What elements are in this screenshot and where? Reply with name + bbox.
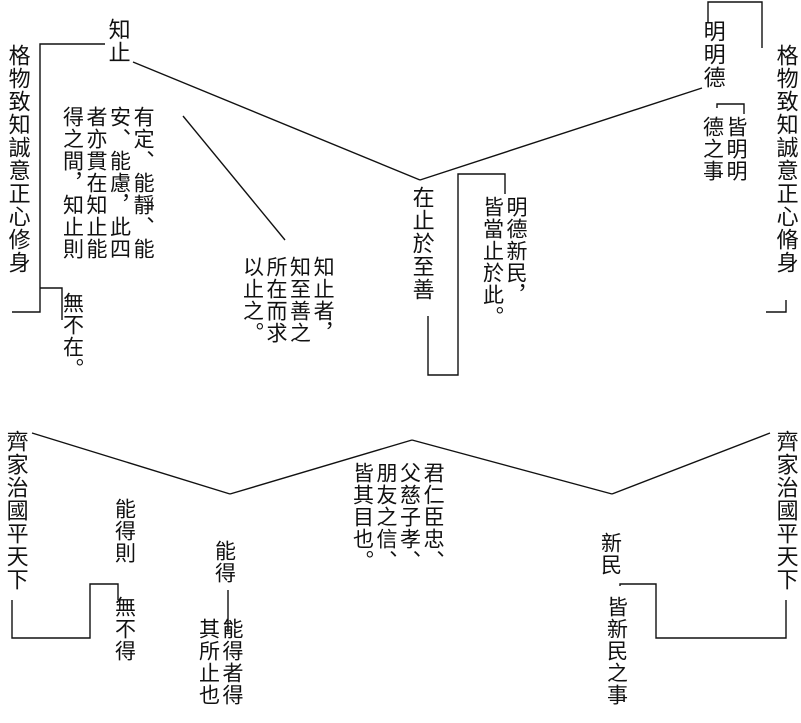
text-jie-mingmingde: 皆明明 德之事	[700, 116, 749, 182]
bracket-right-bottom	[766, 300, 787, 313]
bracket-right-top	[707, 1, 763, 48]
text-junren: 君仁臣忠、 父慈子孝、 朋友之信、 皆其目也。	[350, 462, 446, 572]
text-jie-xinmin: 皆新民之事	[604, 596, 629, 706]
line-bottom-left	[31, 432, 231, 495]
label-mingmingde: 明明德	[699, 20, 725, 89]
line-bottom-right	[611, 432, 771, 495]
right-title-qijia: 齊家治國平天下	[772, 430, 798, 591]
text-mingde-xinmin: 明德新民， 皆當止於此。	[480, 196, 529, 328]
bracket-bottom-right	[619, 583, 787, 639]
line-bottom-mid-left	[229, 439, 413, 495]
label-wu-bu-de: 無不得	[112, 596, 137, 662]
bracket-left-top	[12, 43, 105, 313]
label-xinmin: 新民	[598, 532, 623, 576]
line-zhizhi-zaizhi	[132, 61, 421, 181]
text-zhizhizhe: 知止者， 知至善之 所在而求 以止之。	[240, 256, 336, 344]
text-nengdezhe: 能得者得 其所止也	[196, 618, 245, 706]
label-nengde: 能得	[212, 540, 237, 584]
line-zaizhi-mingmingde	[419, 87, 703, 181]
label-wu-bu-zai: 無不在。	[60, 292, 85, 380]
bracket-left-inner	[40, 287, 63, 320]
left-title-qijia: 齊家治國平天下	[2, 430, 28, 591]
bracket-bottom-left	[11, 583, 119, 639]
bracket-zaizhi	[427, 173, 506, 376]
left-title-gewu-xiushen: 格物致知誠意正心修身	[4, 44, 30, 274]
line-youding-zhizhizhe	[182, 115, 286, 241]
label-nengde-ze: 能得則	[112, 498, 137, 564]
bracket-mingde-inner	[716, 103, 745, 114]
text-youding: 有定、能靜、能 安、能慮，此四 者亦貫在知止能 得之間，知止則	[60, 106, 156, 260]
label-zhizhi: 知止	[104, 18, 130, 64]
label-zai-zhi-yu-zhishan: 在止於至善	[408, 186, 434, 301]
line-bottom-mid-right	[411, 439, 613, 495]
right-title-gewu-xiushen: 格物致知誠意正心脩身	[772, 44, 798, 274]
